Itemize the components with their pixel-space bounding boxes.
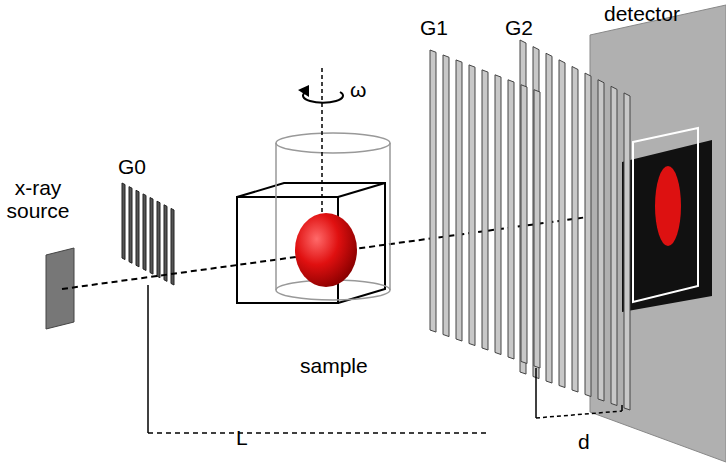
sample-cylinder (276, 133, 390, 300)
source-label: x-ray source (3, 176, 73, 222)
detector-label: detector (604, 2, 680, 25)
back-layer (122, 183, 174, 285)
g2-bar (624, 93, 630, 410)
dimension-lines (148, 285, 622, 433)
grating-label: G1 (420, 16, 448, 39)
grating-label: G2 (505, 16, 533, 39)
g2-bar (533, 47, 539, 379)
g0-bar (122, 183, 125, 260)
g1-bar (521, 85, 527, 364)
g1-bar (456, 60, 462, 341)
rotation-label: ω (350, 78, 366, 101)
g2-bar (585, 73, 591, 396)
grating-label: G0 (118, 155, 146, 178)
g2-bar (559, 60, 565, 388)
g1-bar (508, 80, 514, 359)
g2-bar (598, 80, 604, 401)
rotation-arrowhead (298, 85, 309, 97)
g2-bar (611, 86, 617, 405)
g1-bar (430, 50, 436, 332)
detector-frame (633, 128, 698, 302)
g2-bar (520, 40, 526, 374)
g0-bar (136, 190, 139, 267)
g1-bar (482, 70, 488, 350)
g0-bar (129, 187, 132, 264)
g2-bar (572, 66, 578, 392)
g1-bar (495, 75, 501, 355)
g0-bar (143, 194, 146, 271)
detector-panel (590, 5, 726, 462)
distance-label: L (236, 426, 248, 449)
g0-bar (150, 198, 153, 275)
g1-bar (469, 65, 475, 346)
sample-sphere (295, 213, 357, 287)
sample-box (237, 183, 385, 303)
g0-bar (157, 201, 160, 278)
sample-label: sample (300, 354, 368, 377)
front-layer (430, 40, 630, 410)
distance-label: d (578, 430, 590, 453)
g1-bar (534, 90, 540, 368)
g0-bar (164, 205, 167, 282)
detector-image (655, 166, 681, 246)
x-ray-source (46, 248, 74, 329)
g2-bar (546, 53, 552, 383)
g1-bar (443, 55, 449, 337)
